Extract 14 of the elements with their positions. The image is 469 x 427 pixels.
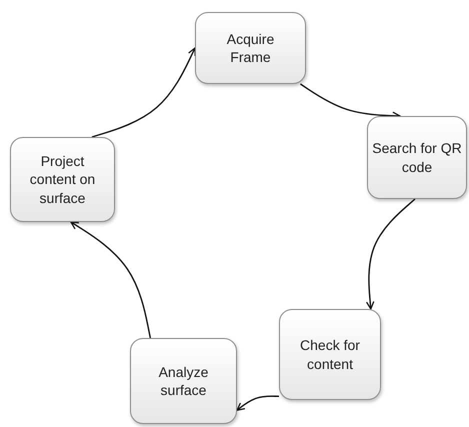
step-label: Check for content bbox=[299, 336, 361, 373]
process-box bbox=[195, 12, 306, 84]
process-box bbox=[130, 338, 237, 424]
step-label: Search for QR code bbox=[371, 139, 463, 176]
process-box bbox=[367, 116, 467, 199]
step-label: Acquire Frame bbox=[226, 30, 276, 66]
curved-arrow bbox=[70, 221, 152, 338]
curved-arrow bbox=[366, 198, 416, 310]
process-box bbox=[10, 137, 115, 222]
step-label: Analyze surface bbox=[158, 362, 210, 400]
curved-arrow bbox=[236, 396, 280, 411]
process-box bbox=[279, 309, 381, 400]
curved-arrow bbox=[92, 47, 196, 138]
step-label: Project content on surface bbox=[28, 152, 96, 207]
